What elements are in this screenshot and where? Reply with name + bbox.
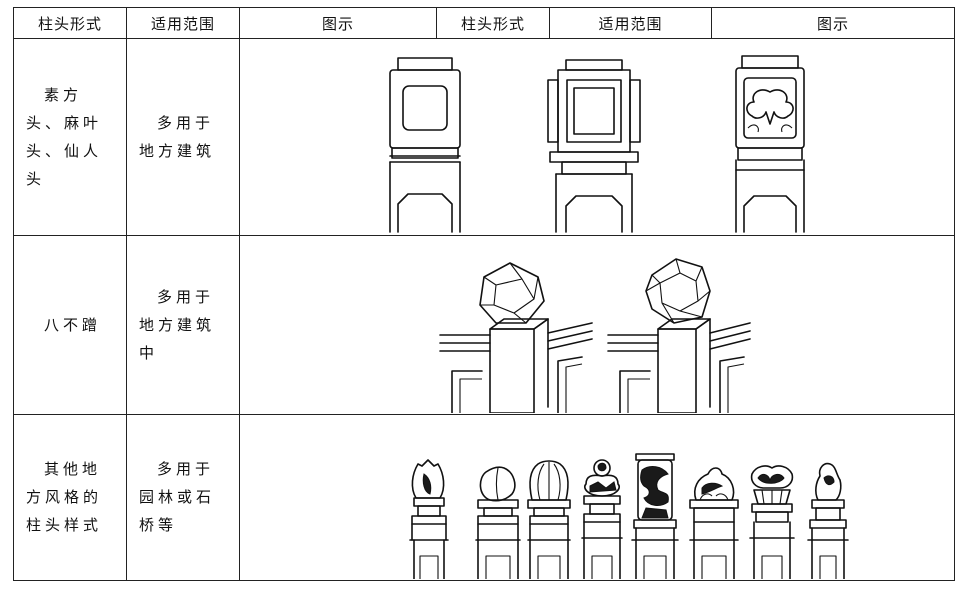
cloud-carved-capital-icon (735, 55, 805, 234)
row-scope-text: 多用于地方建筑中 (139, 287, 216, 362)
crown-capital-icon (581, 459, 623, 579)
row-scope-cell: 多用于地方建筑 (126, 38, 240, 236)
octagonal-capital-railing-icon (439, 261, 593, 413)
peach-capital-icon (475, 466, 521, 579)
column-head-table: 柱头形式 适用范围 图示 柱头形式 适用范围 图示 素方头、麻叶头、仙人头 多用… (13, 6, 955, 582)
lotus-bud-capital-icon (527, 460, 571, 579)
table-row: 其他地方风格的柱头样式 多用于园林或石桥等 (13, 413, 955, 582)
row-scope-text: 多用于地方建筑 (139, 113, 216, 160)
row-figure-svg (389, 55, 805, 234)
row-form-text: 其他地方风格的柱头样式 (26, 460, 103, 535)
header-form-2: 柱头形式 (436, 6, 550, 40)
row-scope-cell: 多用于园林或石桥等 (126, 413, 240, 582)
table-row: 八不蹭 多用于地方建筑中 (13, 234, 955, 415)
frog-capital-icon (689, 467, 739, 579)
row-form-text: 八不蹭 (44, 315, 102, 334)
header-figure-1: 图示 (239, 6, 437, 40)
faceted-ball-capital-railing-icon (607, 257, 751, 413)
row-scope-cell: 多用于地方建筑中 (126, 234, 240, 415)
plain-square-capital-icon (389, 57, 461, 234)
row-figure-cell (239, 413, 955, 582)
row-form-text: 素方头、麻叶头、仙人头 (26, 85, 103, 188)
row-figure-svg (409, 453, 849, 579)
dragon-carved-capital-icon (631, 453, 679, 579)
header-form-1: 柱头形式 (13, 6, 127, 40)
row-figure-svg (439, 257, 751, 413)
table-header-row: 柱头形式 适用范围 图示 柱头形式 适用范围 图示 (13, 6, 955, 40)
header-figure-2: 图示 (711, 6, 955, 40)
row-figure-cell (239, 38, 955, 236)
bird-capital-icon (807, 462, 849, 579)
row-figure-cell (239, 234, 955, 415)
header-scope-1: 适用范围 (126, 6, 240, 40)
row-form-cell: 八不蹭 (13, 234, 127, 415)
row-form-cell: 素方头、麻叶头、仙人头 (13, 38, 127, 236)
row-form-cell: 其他地方风格的柱头样式 (13, 413, 127, 582)
lotus-capital-icon (749, 465, 795, 579)
table-row: 素方头、麻叶头、仙人头 多用于地方建筑 (13, 38, 955, 236)
framed-square-capital-icon (547, 59, 641, 234)
header-scope-2: 适用范围 (549, 6, 712, 40)
vase-capital-icon (409, 459, 449, 579)
row-scope-text: 多用于园林或石桥等 (139, 460, 216, 535)
